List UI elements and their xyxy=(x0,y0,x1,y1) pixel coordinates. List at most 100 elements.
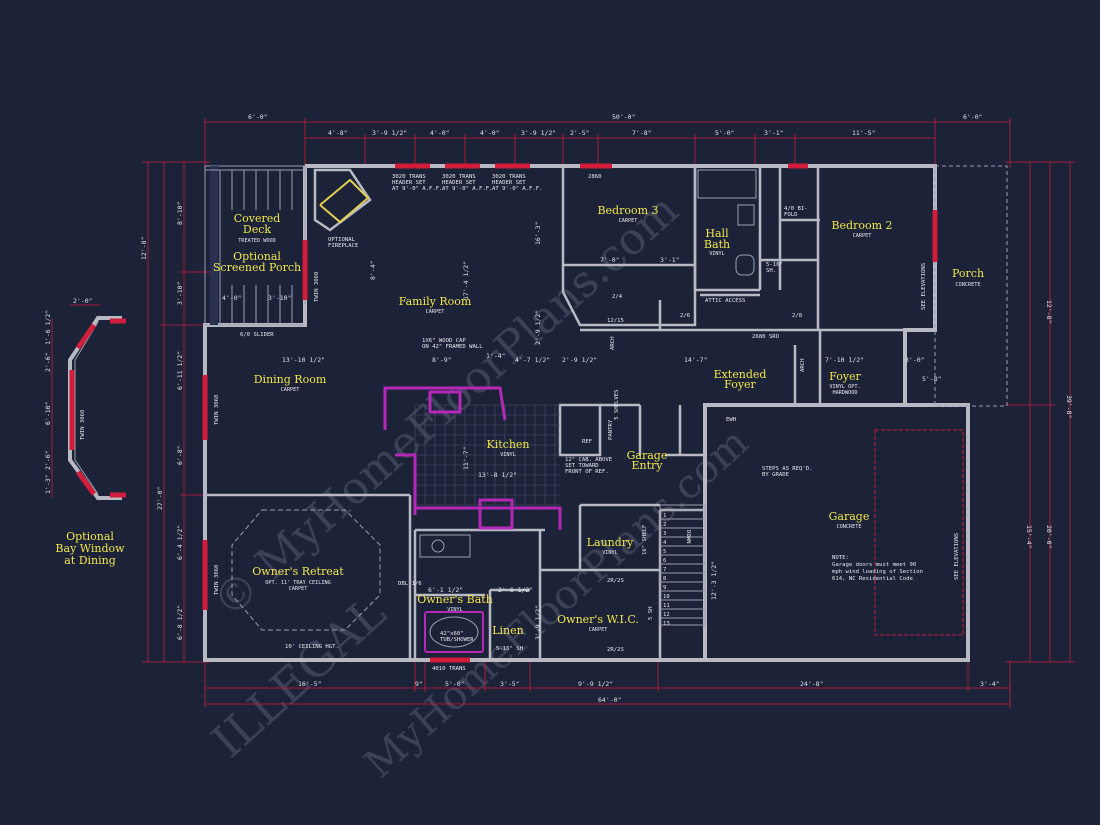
foyer-sub: VINYL OPT.HARDWOOD xyxy=(829,384,860,396)
dim-bay-2: 2'-6" xyxy=(44,352,52,372)
laundry-label: Laundry xyxy=(587,536,634,549)
dim-top-seg-4: 3'-9 1/2" xyxy=(521,129,556,137)
dim-int-14: 11'-7" xyxy=(462,447,470,470)
dimension-right: 12'-8" 39'-8" 20'-0" 15'-4" xyxy=(1005,161,1075,663)
dim-bay-5: 1'-3" xyxy=(44,474,52,494)
dim-left-seg-2: 3'-10" xyxy=(176,282,184,305)
dim-top-seg-6: 7'-8" xyxy=(632,129,652,137)
stair-number: 2 xyxy=(663,522,666,528)
dim-top-seg-8: 3'-1" xyxy=(764,129,784,137)
stair-number: 7 xyxy=(663,567,666,573)
dim-bay-1: 1'-6 1/2" xyxy=(44,310,52,345)
dining-room-label: Dining Room xyxy=(254,373,327,386)
owners-wic-sub: CARPET xyxy=(589,627,608,633)
bay-twin-3060-label: TWIN 3060 xyxy=(80,410,86,440)
dim-top-seg-7: 5'-0" xyxy=(715,129,735,137)
dim-bottom-seg-5: 24'-8" xyxy=(800,680,823,688)
stair-number: 10 xyxy=(663,594,670,600)
pantry-label: PANTRY5 SHELVES xyxy=(608,389,620,440)
bedroom2-label: Bedroom 2 xyxy=(831,219,892,232)
hall-bath-sub: VINYL xyxy=(709,251,725,257)
dim-int-18: 16'-3" xyxy=(534,222,542,245)
steps-note: STEPS AS REQ'D.BY GRADE xyxy=(762,466,813,478)
tray-ceiling-outline xyxy=(231,509,381,631)
shelf-5sh-label: 5 SH xyxy=(648,607,654,620)
stair-number: 12 xyxy=(663,612,670,618)
dim-bottom-seg-0: 16'-5" xyxy=(298,680,321,688)
dimension-left: 12'-8" 8'-10" 3'-10" 6'-11 1/2" 6'-8" 6'… xyxy=(140,161,210,663)
dim-int-9: 3'-0" xyxy=(905,356,925,364)
dim-left-seg-5: 6'-4 1/2" xyxy=(176,525,184,560)
dim-right-total: 39'-8" xyxy=(1065,395,1073,418)
dim-int-15: 6'-1 1/2" xyxy=(428,586,463,594)
dim-bay-4: 2'-6" xyxy=(44,450,52,470)
dim-top-seg-0: 4'-8" xyxy=(328,129,348,137)
stair-number: 5 xyxy=(663,549,666,555)
shelf-hall-label: 5-16"SH. xyxy=(766,262,783,274)
dim-right-seg-0: 12'-8" xyxy=(1045,300,1053,323)
window-2860-label: 2860 xyxy=(588,174,601,180)
dim-left-total: 27'-0" xyxy=(156,487,164,510)
dimension-bottom: 16'-5" 9" 5'-0" 3'-5" 9'-9 1/2" 24'-8" 3… xyxy=(204,660,1011,708)
interior-dimensions: 13'-10 1/2" 4'-0" 3'-10" 8'-9" 1'-4" 4'-… xyxy=(222,222,942,640)
laundry-sub: VINYL xyxy=(602,550,618,556)
owners-retreat-label: Owner's Retreat xyxy=(252,565,344,578)
kitchen-sub: VINYL xyxy=(500,452,516,458)
dining-room-sub: CARPET xyxy=(281,387,300,393)
stair-number: 3 xyxy=(663,531,666,537)
dim-left-seg-6: 6'-8 1/2" xyxy=(176,605,184,640)
arch-label-2: ARCH xyxy=(800,359,806,372)
porch-sub: CONCRETE xyxy=(956,282,981,288)
owners-bath-label: Owner's Bath xyxy=(417,593,493,606)
dim-bottom-seg-2: 5'-0" xyxy=(445,680,465,688)
stairs-down-label: DOWN xyxy=(685,530,691,543)
dim-top-ticks xyxy=(364,134,796,168)
dim-left-seg-3: 6'-11 1/2" xyxy=(176,351,184,390)
twin-3060-family: TWIN 3060 xyxy=(314,272,320,302)
bifold-label: 4/0 BI-FOLD xyxy=(784,206,808,218)
dim-int-7: 14'-7" xyxy=(684,356,707,364)
kitchen-area xyxy=(383,386,562,530)
bedroom2-sub: CARPET xyxy=(853,233,872,239)
owners-wic-label: Owner's W.I.C. xyxy=(557,613,639,626)
dim-bottom-seg-6: 3'-4" xyxy=(980,680,1000,688)
bedroom3-label: Bedroom 3 xyxy=(597,204,658,217)
porch-outline xyxy=(934,165,1008,407)
dim-top-seg-3: 4'-0" xyxy=(480,129,500,137)
dim-int-6: 2'-9 1/2" xyxy=(562,356,597,364)
dim-int-10: 5'-8" xyxy=(922,375,942,383)
dimension-top: 6'-0" 50'-0" 6'-0" 4'-8" 3'-9 1/2" 4'-0"… xyxy=(204,113,1011,168)
bay-window-detail: 2'-0" 1'-6 1/2" 2'-6" 6'-10" 2'-6" 1'-3"… xyxy=(44,297,126,567)
dim-top-seg-1: 3'-9 1/2" xyxy=(372,129,407,137)
exterior-walls xyxy=(203,164,1008,662)
door-2-4-label: 2/4 xyxy=(612,294,623,300)
dim-int-17: 17'-4 1/2" xyxy=(462,261,470,300)
windows xyxy=(202,163,938,663)
garage-label: Garage xyxy=(829,510,870,523)
shelf-2r-2s-label: 2R/2S xyxy=(607,578,624,584)
dbl-16-label: DBL 1/6 xyxy=(398,581,422,587)
dim-top-left: 6'-0" xyxy=(248,113,268,121)
dim-int-19: 2'-9 1/2" xyxy=(534,310,542,345)
shelf-2r-2s-label-2: 2R/2S xyxy=(607,647,624,653)
stair-number: 11 xyxy=(663,603,670,609)
linen-label: Linen xyxy=(492,624,524,637)
dim-int-1: 4'-0" xyxy=(222,294,242,302)
sro-label: 2680 SRO xyxy=(752,334,780,340)
see-elevations-garage: SEE ELEVATIONS xyxy=(954,533,960,580)
stair-number: 9 xyxy=(663,585,666,591)
